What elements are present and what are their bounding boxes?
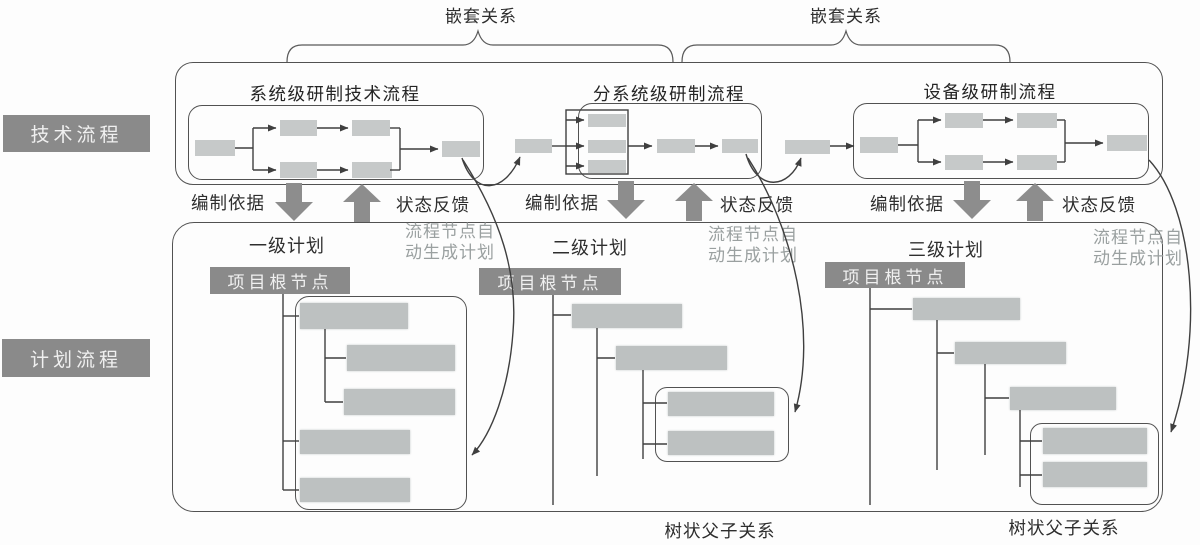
tree-relation-label-2: 树状父子关系 [1008,518,1120,538]
tree-node-box [1043,462,1147,487]
flow-step-box [945,155,983,170]
flow-step-box [945,113,983,128]
project-root-node-2: 项目根节点 [479,268,621,295]
nesting-relation-label-2: 嵌套关系 [810,7,882,26]
flow-step-box [657,139,695,153]
flow-step-box [1107,135,1147,151]
tree-group-box-2 [655,387,789,462]
tree-node-box [955,342,1066,364]
feedback-label-3: 状态反馈 [1062,195,1136,215]
up-arrow-3 [1016,183,1054,221]
flow-title-equipment-level: 设备级研制流程 [923,82,1057,102]
down-arrow-2 [607,181,645,219]
feedback-label-1: 状态反馈 [396,195,470,215]
side-label-plan-process: 计划流程 [2,339,150,377]
system-flow-box [188,105,484,180]
tree-node-box [300,430,410,454]
project-root-node-3: 项目根节点 [825,262,965,288]
flow-title-system-level: 系统级研制技术流程 [249,84,421,104]
flow-step-box [860,137,898,153]
auto-generate-note-1: 流程节点自 动生成计划 [405,221,495,263]
flow-step-box [352,120,390,136]
nesting-relation-label-1: 嵌套关系 [445,7,517,26]
tree-node-box [913,298,1020,320]
down-arrow-1 [275,183,313,221]
basis-label-2: 编制依据 [525,193,599,213]
auto-generate-note-2: 流程节点自 动生成计划 [708,224,798,266]
up-arrow-1 [343,184,381,222]
flow-step-box [280,162,317,178]
plan-title-level1: 一级计划 [249,236,325,256]
tree-node-box [616,346,727,370]
auto-generate-note-line: 流程节点自 [405,222,495,241]
tree-node-box [668,431,774,455]
tree-relation-label-1: 树状父子关系 [664,521,776,541]
handoff-box [515,139,552,153]
auto-generate-note-line: 动生成计划 [1093,249,1183,268]
down-arrow-3 [953,181,991,219]
tree-node-box [668,392,774,416]
project-root-node-1: 项目根节点 [210,267,350,294]
tree-node-box [344,389,455,415]
flow-step-box [1017,113,1057,128]
basis-label-3: 编制依据 [870,194,944,214]
basis-label-1: 编制依据 [191,193,265,213]
flow-step-box [1017,155,1057,170]
auto-generate-note-3: 流程节点自 动生成计划 [1093,227,1183,269]
plan-title-level3: 三级计划 [908,240,984,260]
flow-step-box [722,139,758,153]
auto-generate-note-line: 流程节点自 [708,225,798,244]
flow-step-box [588,114,626,127]
tree-group-box-3 [1030,423,1159,505]
flow-step-box [352,162,392,178]
flow-step-box [280,120,317,136]
auto-generate-note-line: 动生成计划 [405,243,495,262]
flow-step-box [588,160,626,173]
tree-node-box [572,304,682,328]
flow-step-box [442,141,480,157]
handoff-box [785,140,830,154]
nesting-brace-2 [681,28,1011,63]
nesting-brace-1 [286,28,674,63]
technical-process-container [175,62,1163,185]
tree-node-box [300,478,410,502]
tree-node-box [300,303,408,329]
tree-node-box [1043,428,1147,454]
flow-step-box [195,140,235,156]
plan-title-level2: 二级计划 [552,238,628,258]
tree-node-box [1010,387,1116,410]
feedback-label-2: 状态反馈 [720,195,794,215]
tree-node-box [347,345,455,371]
up-arrow-2 [675,183,713,221]
equipment-flow-box [853,103,1149,179]
auto-generate-note-line: 流程节点自 [1093,228,1183,247]
flow-step-box [588,140,626,153]
auto-generate-note-line: 动生成计划 [708,246,798,265]
flow-title-subsystem-level: 分系统级研制流程 [593,84,745,104]
side-label-technical-process: 技术流程 [3,115,150,152]
